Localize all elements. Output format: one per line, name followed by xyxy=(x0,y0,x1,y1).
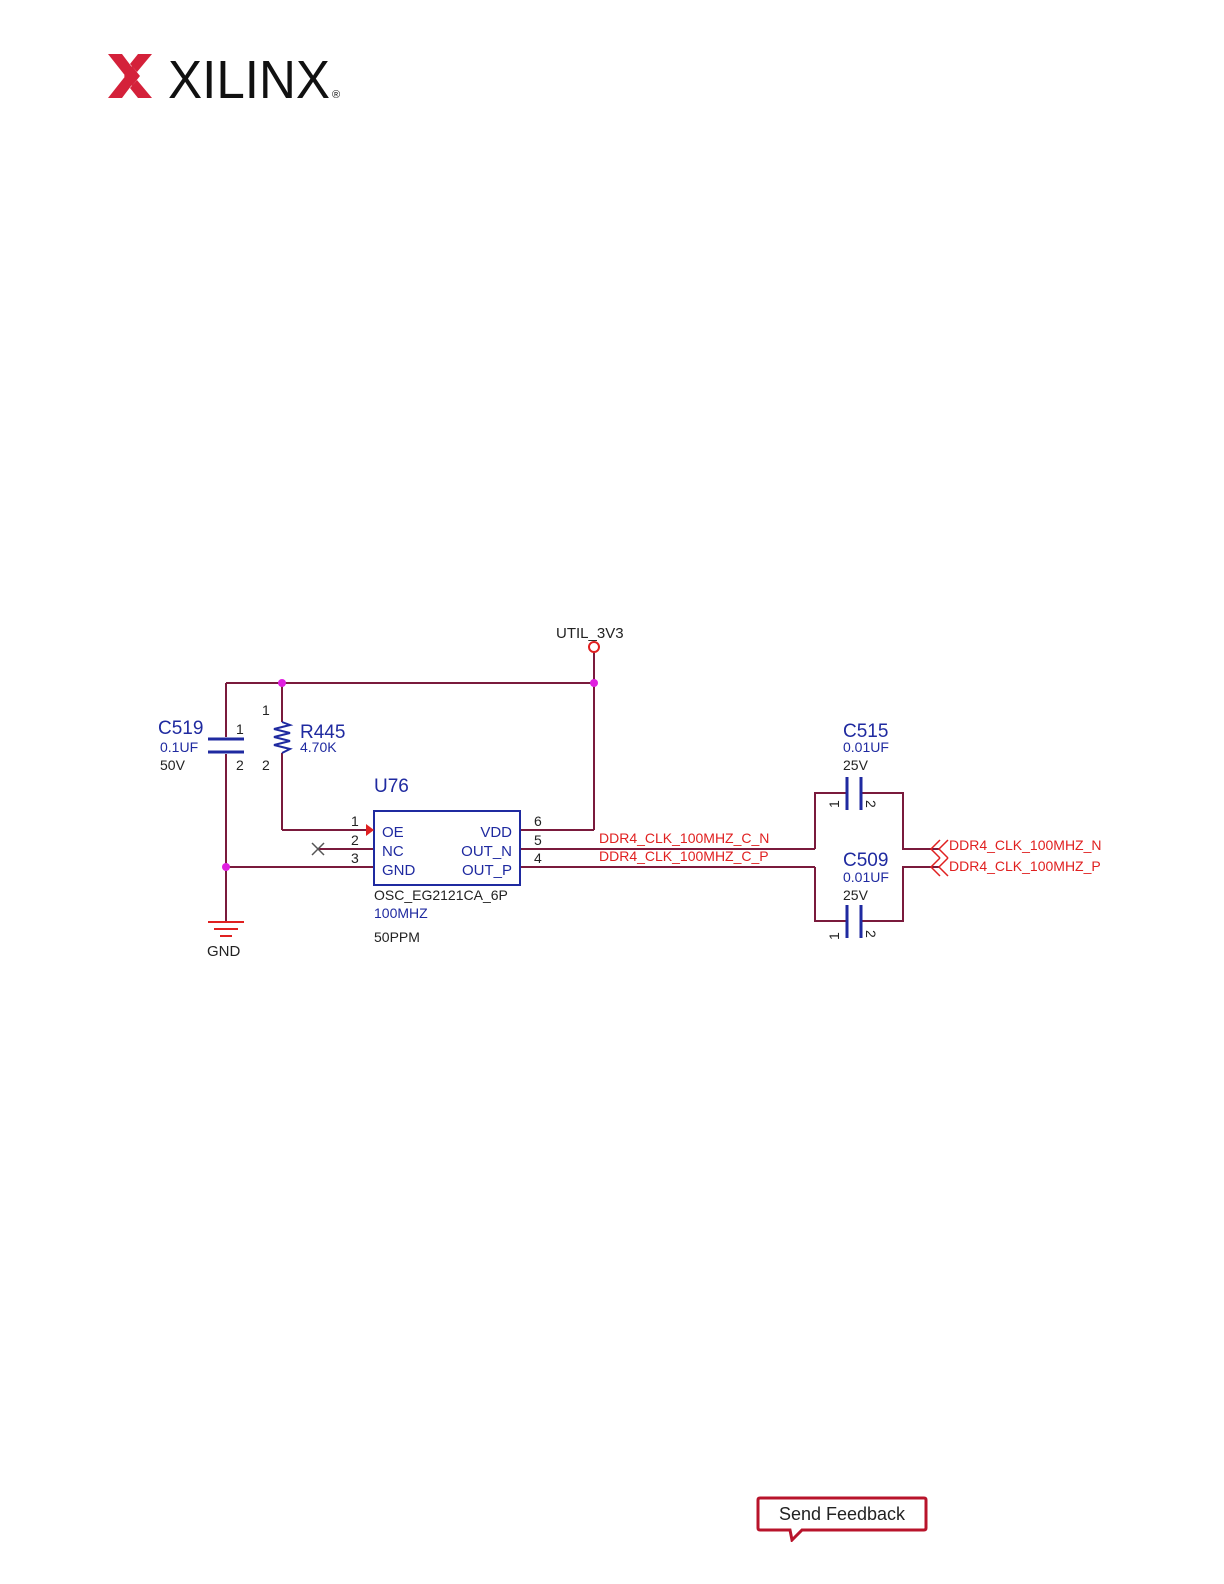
xilinx-mark-icon xyxy=(108,54,152,98)
c515-pin1: 1 xyxy=(826,800,842,808)
ground-icon xyxy=(208,922,244,936)
u76-frequency: 100MHZ xyxy=(374,905,428,921)
xilinx-logo: XILINX ® xyxy=(104,48,344,104)
c509-value: 0.01UF xyxy=(843,869,889,885)
offpage-connector-icon xyxy=(939,840,948,858)
u76-pin-out-n-name: OUT_N xyxy=(461,843,512,860)
c509-refdes: C509 xyxy=(843,850,888,871)
u76-pin-vdd-num: 6 xyxy=(534,813,542,829)
c515-pin2: 2 xyxy=(863,800,879,808)
ground-net-name: GND xyxy=(207,943,241,960)
wire-c509-left xyxy=(815,867,846,921)
u76-pin-gnd-num: 3 xyxy=(351,850,359,866)
logo-text: XILINX xyxy=(168,50,330,104)
registered-mark: ® xyxy=(332,89,340,101)
power-symbol-util-3v3: UTIL_3V3 xyxy=(556,625,624,652)
c519-pin1: 1 xyxy=(236,721,244,737)
c519-value: 0.1UF xyxy=(160,739,198,755)
r445-value: 4.70K xyxy=(300,739,337,755)
net-label-clk-c-n: DDR4_CLK_100MHZ_C_N xyxy=(599,830,769,846)
junction-dot xyxy=(590,679,598,687)
oscillator-u76: U76 OE NC GND VDD OUT_N OUT_P 1 2 3 6 5 … xyxy=(312,776,542,945)
c519-voltage: 50V xyxy=(160,757,186,773)
wires xyxy=(226,652,940,922)
junction-dot xyxy=(222,863,230,871)
u76-pin-gnd-name: GND xyxy=(382,862,416,879)
ground-symbol: GND xyxy=(207,922,244,960)
capacitor-icon xyxy=(847,905,861,938)
capacitor-c515: C515 0.01UF 25V 1 2 xyxy=(826,721,889,810)
c519-refdes: C519 xyxy=(158,718,203,739)
u76-pin-oe-num: 1 xyxy=(351,813,359,829)
r445-pin1: 1 xyxy=(262,702,270,718)
u76-ppm: 50PPM xyxy=(374,929,420,945)
c509-pin2: 2 xyxy=(863,930,879,938)
net-label-clk-n: DDR4_CLK_100MHZ_N xyxy=(949,837,1102,853)
u76-part-number: OSC_EG2121CA_6P xyxy=(374,887,508,903)
u76-pin-vdd-name: VDD xyxy=(480,824,512,841)
send-feedback-button[interactable]: Send Feedback xyxy=(756,1496,928,1542)
off-page-connectors xyxy=(931,840,948,876)
u76-pin-nc-num: 2 xyxy=(351,832,359,848)
capacitor-icon xyxy=(208,739,244,752)
capacitor-icon xyxy=(847,777,861,810)
capacitor-c519: C519 0.1UF 50V 1 2 xyxy=(158,718,244,773)
resistor-r445: R445 4.70K 1 2 xyxy=(262,702,345,773)
c509-pin1: 1 xyxy=(826,932,842,940)
c509-voltage: 25V xyxy=(843,887,869,903)
u76-pin-out-n-num: 5 xyxy=(534,832,542,848)
input-arrow-icon xyxy=(366,824,374,836)
power-net-name: UTIL_3V3 xyxy=(556,625,624,642)
net-label-clk-c-p: DDR4_CLK_100MHZ_C_P xyxy=(599,848,769,864)
c515-voltage: 25V xyxy=(843,757,869,773)
power-port-icon xyxy=(589,642,599,652)
offpage-connector-icon xyxy=(939,858,948,876)
oscillator-schematic: UTIL_3V3 GND C519 0.1UF 50V 1 2 R445 4.7… xyxy=(0,600,1224,980)
capacitor-c509: C509 0.01UF 25V 1 2 xyxy=(826,850,889,940)
u76-pin-out-p-name: OUT_P xyxy=(462,862,512,879)
send-feedback-label: Send Feedback xyxy=(779,1504,906,1524)
resistor-icon xyxy=(274,722,290,753)
net-label-clk-p: DDR4_CLK_100MHZ_P xyxy=(949,858,1101,874)
u76-pin-out-p-num: 4 xyxy=(534,850,542,866)
junction-dot xyxy=(278,679,286,687)
u76-pin-oe-name: OE xyxy=(382,824,404,841)
r445-pin2: 2 xyxy=(262,757,270,773)
u76-refdes: U76 xyxy=(374,776,409,797)
c515-value: 0.01UF xyxy=(843,739,889,755)
c519-pin2: 2 xyxy=(236,757,244,773)
u76-pin-nc-name: NC xyxy=(382,843,404,860)
